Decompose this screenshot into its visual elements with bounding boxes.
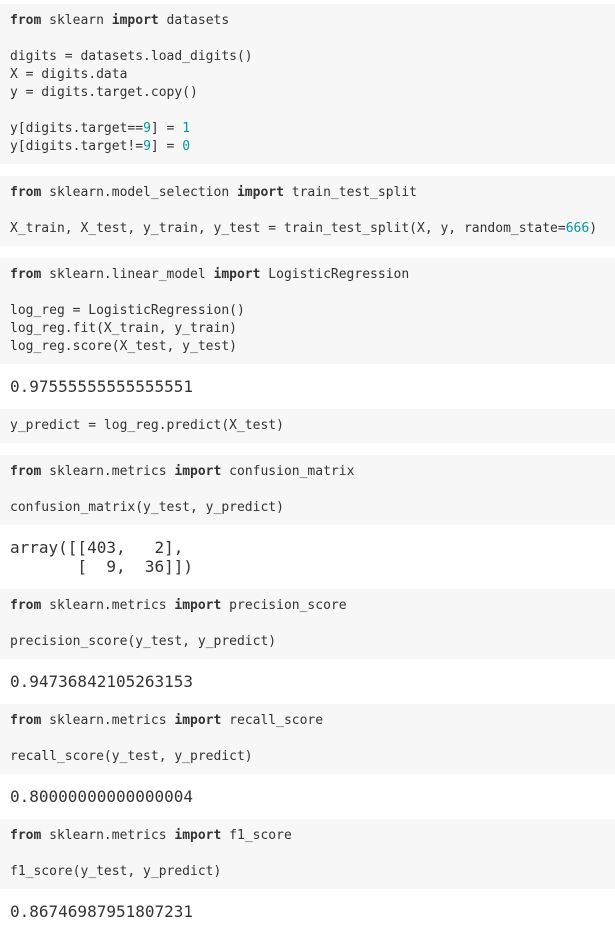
keyword-token: import: [111, 13, 159, 28]
keyword-token: from: [10, 828, 42, 843]
number-token: 0: [182, 139, 191, 154]
output-block: 0.97555555555555551: [10, 377, 194, 396]
keyword-token: from: [10, 598, 42, 613]
keyword-token: from: [10, 13, 42, 28]
keyword-token: from: [10, 185, 42, 200]
keyword-token: import: [174, 598, 222, 613]
keyword-token: import: [174, 828, 222, 843]
keyword-token: import: [213, 267, 261, 282]
code-block: y_predict = log_reg.predict(X_test): [0, 409, 615, 443]
output-block: 0.80000000000000004: [10, 787, 194, 806]
code-block: from sklearn.model_selection import trai…: [0, 176, 615, 246]
code-block: from sklearn.metrics import recall_score…: [0, 704, 615, 774]
code-block: from sklearn.metrics import confusion_ma…: [0, 455, 615, 525]
code-block: from sklearn.metrics import precision_sc…: [0, 589, 615, 659]
code-block: from sklearn.linear_model import Logisti…: [0, 258, 615, 364]
output-block: 0.94736842105263153: [10, 672, 194, 691]
keyword-token: import: [236, 185, 284, 200]
code-block: from sklearn import datasets digits = da…: [0, 4, 615, 164]
number-token: 9: [143, 121, 151, 136]
keyword-token: from: [10, 267, 42, 282]
keyword-token: from: [10, 713, 42, 728]
keyword-token: from: [10, 464, 42, 479]
output-block: 0.86746987951807231: [10, 902, 194, 921]
code-block: from sklearn.metrics import f1_score f1_…: [0, 819, 615, 889]
number-token: 9: [143, 139, 151, 154]
number-token: 666: [565, 221, 590, 236]
number-token: 1: [182, 121, 191, 136]
output-block: array([[403, 2], [ 9, 36]]): [10, 538, 194, 576]
keyword-token: import: [174, 713, 222, 728]
keyword-token: import: [174, 464, 222, 479]
